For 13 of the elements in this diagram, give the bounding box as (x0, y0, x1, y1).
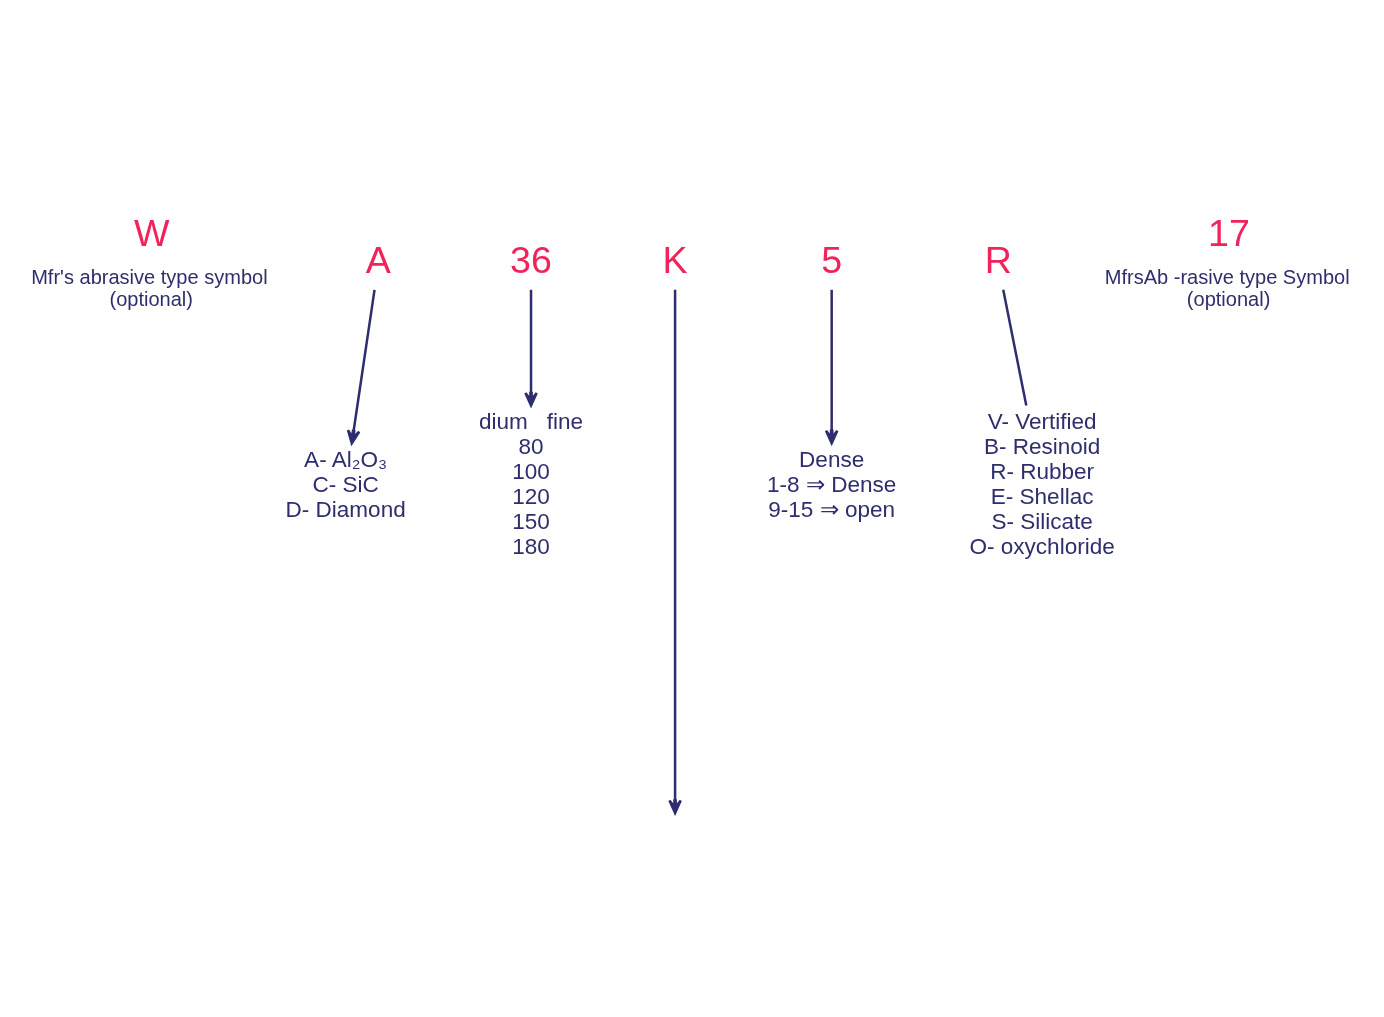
node-text: A (365, 239, 391, 282)
node-text: dium fine 80 100 120 150 180 (479, 409, 583, 560)
node-text: Dense 1-8 ⇒ Dense 9-15 ⇒ open (767, 446, 897, 522)
node-text: R (984, 239, 1012, 282)
node-text: 17 (1208, 212, 1250, 255)
node-label: Mfr's abrasive type symbol (optional) (31, 265, 268, 311)
node-text: 5 (821, 239, 843, 282)
node-text: V- Vertified B- Resinoid R- Rubber E- Shellac S- Silicate O- oxychloride (969, 409, 1115, 560)
node-label: MfrsAb -rasive type Symbol (optional) (1104, 265, 1350, 311)
node-text: K (662, 239, 688, 282)
node-text: W (133, 212, 170, 255)
node-text: A- Al₂O₃ C- SiC D- Diamond (285, 446, 406, 522)
node-text: 36 (510, 239, 552, 282)
